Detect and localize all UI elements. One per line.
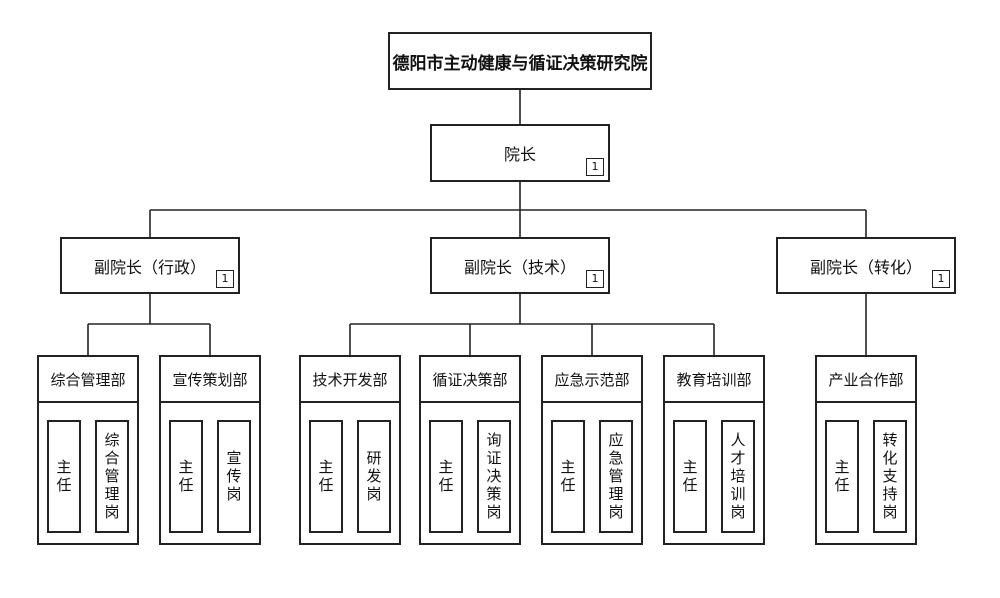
post-general-director: 主任 (47, 420, 81, 533)
dept-demo-title: 应急示范部 (543, 357, 641, 403)
post-demo-staff: 应急管理岗 (599, 420, 633, 533)
dept-general: 综合管理部 主任 综合管理岗 (37, 355, 139, 545)
vp-admin-badge: 1 (216, 270, 234, 288)
president-label: 院长 (503, 145, 536, 164)
vp-transform-box: 副院长（转化） 1 (776, 237, 956, 294)
post-techdev-director: 主任 (309, 420, 343, 533)
vp-transform-label: 副院长（转化） (809, 257, 922, 277)
post-evidence-director: 主任 (429, 420, 463, 533)
dept-techdev: 技术开发部 主任 研发岗 (299, 355, 401, 545)
post-demo-director: 主任 (551, 420, 585, 533)
dept-publicity-title: 宣传策划部 (161, 357, 259, 403)
dept-techdev-title: 技术开发部 (301, 357, 399, 403)
vp-transform-badge: 1 (932, 270, 950, 288)
org-title-box: 德阳市主动健康与循证决策研究院 (388, 32, 652, 90)
vp-tech-label: 副院长（技术） (463, 257, 576, 277)
president-badge: 1 (586, 158, 604, 176)
dept-training: 教育培训部 主任 人才培训岗 (663, 355, 765, 545)
dept-industry-title: 产业合作部 (817, 357, 915, 403)
post-industry-staff: 转化支持岗 (873, 420, 907, 533)
vp-tech-box: 副院长（技术） 1 (430, 237, 610, 294)
dept-publicity: 宣传策划部 主任 宣传岗 (159, 355, 261, 545)
post-industry-director: 主任 (825, 420, 859, 533)
dept-evidence-title: 循证决策部 (421, 357, 519, 403)
post-techdev-staff: 研发岗 (357, 420, 391, 533)
post-evidence-staff: 询证决策岗 (477, 420, 511, 533)
vp-admin-box: 副院长（行政） 1 (60, 237, 240, 294)
vp-admin-label: 副院长（行政） (93, 257, 206, 277)
dept-training-title: 教育培训部 (665, 357, 763, 403)
post-training-staff: 人才培训岗 (721, 420, 755, 533)
dept-industry: 产业合作部 主任 转化支持岗 (815, 355, 917, 545)
vp-tech-badge: 1 (586, 270, 604, 288)
org-title: 德阳市主动健康与循证决策研究院 (392, 53, 648, 74)
dept-general-title: 综合管理部 (39, 357, 137, 403)
dept-evidence: 循证决策部 主任 询证决策岗 (419, 355, 521, 545)
dept-demo: 应急示范部 主任 应急管理岗 (541, 355, 643, 545)
post-publicity-director: 主任 (169, 420, 203, 533)
post-publicity-staff: 宣传岗 (217, 420, 251, 533)
president-box: 院长 1 (430, 124, 610, 182)
post-general-staff: 综合管理岗 (95, 420, 129, 533)
post-training-director: 主任 (673, 420, 707, 533)
